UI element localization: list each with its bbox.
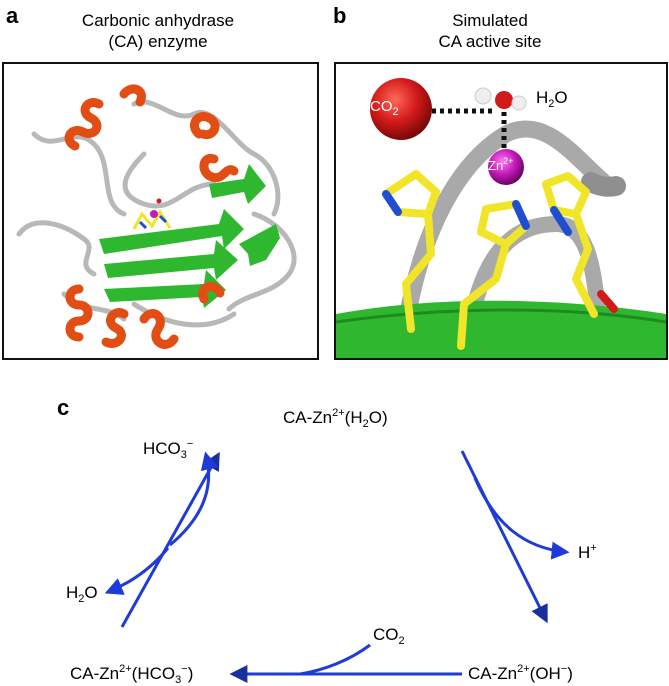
backbone-tube	[397, 120, 615, 333]
panel-a-caption-line1: Carbonic anhydrase	[81, 11, 235, 30]
histidine-sidechains	[382, 170, 618, 350]
panel-b-caption-line2: CA active site	[438, 32, 542, 51]
bicarbonate-label: HCO3−	[143, 438, 194, 461]
arrow-water-binding	[120, 451, 220, 628]
coil-segment	[131, 99, 281, 217]
panel-label-a: a	[6, 3, 19, 28]
sheet-strand	[99, 209, 244, 254]
panel-b-caption-line1: Simulated	[452, 11, 528, 30]
oxygen-atom	[156, 198, 162, 204]
sheet-strand	[104, 240, 238, 280]
arrow-bicarbonate-release	[169, 451, 219, 547]
nitrogen-3	[550, 206, 572, 236]
alpha-helices	[64, 84, 239, 349]
water-label: H2O	[536, 88, 568, 110]
active-site-render	[336, 78, 666, 358]
sheet-strand	[104, 270, 226, 308]
sheet-strand	[239, 224, 280, 266]
beta-sheet	[336, 300, 666, 358]
arrow-co2-in	[299, 643, 371, 676]
histidine-3	[542, 172, 598, 318]
helix	[119, 84, 146, 107]
panel-label-b: b	[333, 3, 347, 28]
helix	[65, 284, 93, 342]
water-molecule	[474, 87, 527, 111]
nitrogen-stick	[158, 214, 168, 224]
co2-label: CO2	[373, 625, 405, 647]
interaction-lines	[432, 108, 507, 156]
helix	[199, 153, 239, 183]
hydrogen-atom	[511, 95, 527, 111]
arrow-deprotonation	[460, 450, 548, 624]
co2-sphere	[370, 78, 432, 140]
panel-label-c: c	[57, 395, 70, 420]
enzyme-ribbon-render	[16, 84, 297, 349]
co2-sphere-label: CO2	[370, 98, 399, 118]
active-site-cluster	[132, 198, 172, 230]
oxygen-stick	[597, 290, 618, 313]
coil-segment	[131, 301, 237, 328]
helix	[139, 309, 179, 349]
zinc-sphere-label: Zn2+	[488, 156, 514, 173]
helix	[64, 98, 104, 151]
coil-segment	[31, 131, 127, 217]
state-hydroxide-bound: CA-Zn2+(OH−)	[468, 663, 573, 683]
coil-segment	[122, 151, 217, 209]
proton-label: H+	[578, 542, 597, 562]
panel-a-caption-line2: (CA) enzyme	[108, 32, 208, 51]
state-water-bound: CA-Zn2+(H2O)	[283, 407, 388, 430]
arrow-proton-release	[473, 477, 570, 560]
sheet-edge	[336, 308, 666, 324]
sheet-strand	[209, 164, 266, 204]
nitrogen-2	[512, 200, 530, 230]
panel-b-caption: Simulated CA active site	[360, 10, 620, 52]
panel-a-caption: Carbonic anhydrase (CA) enzyme	[30, 10, 286, 52]
zinc-ion	[150, 210, 158, 218]
zinc-sphere	[488, 149, 524, 185]
oxygen-atom	[495, 91, 513, 109]
histidine-2	[457, 200, 530, 350]
helix	[190, 112, 220, 140]
state-bicarbonate-bound: CA-Zn2+(HCO3−)	[70, 663, 194, 686]
arrow-water-in	[104, 547, 170, 595]
enzyme-structure-image	[2, 62, 319, 360]
helix	[198, 282, 225, 304]
backbone-tube	[581, 172, 626, 197]
helix	[101, 308, 129, 348]
hydrogen-atom	[474, 87, 492, 105]
active-site-image: CO2 Zn2+ H2O	[334, 62, 668, 360]
nitrogen-1	[382, 190, 402, 216]
coil-loops	[16, 99, 297, 328]
nitrogen-stick	[138, 220, 148, 230]
beta-sheets	[99, 164, 280, 308]
water-label-cycle: H2O	[66, 583, 98, 605]
coil-segment	[16, 220, 97, 277]
